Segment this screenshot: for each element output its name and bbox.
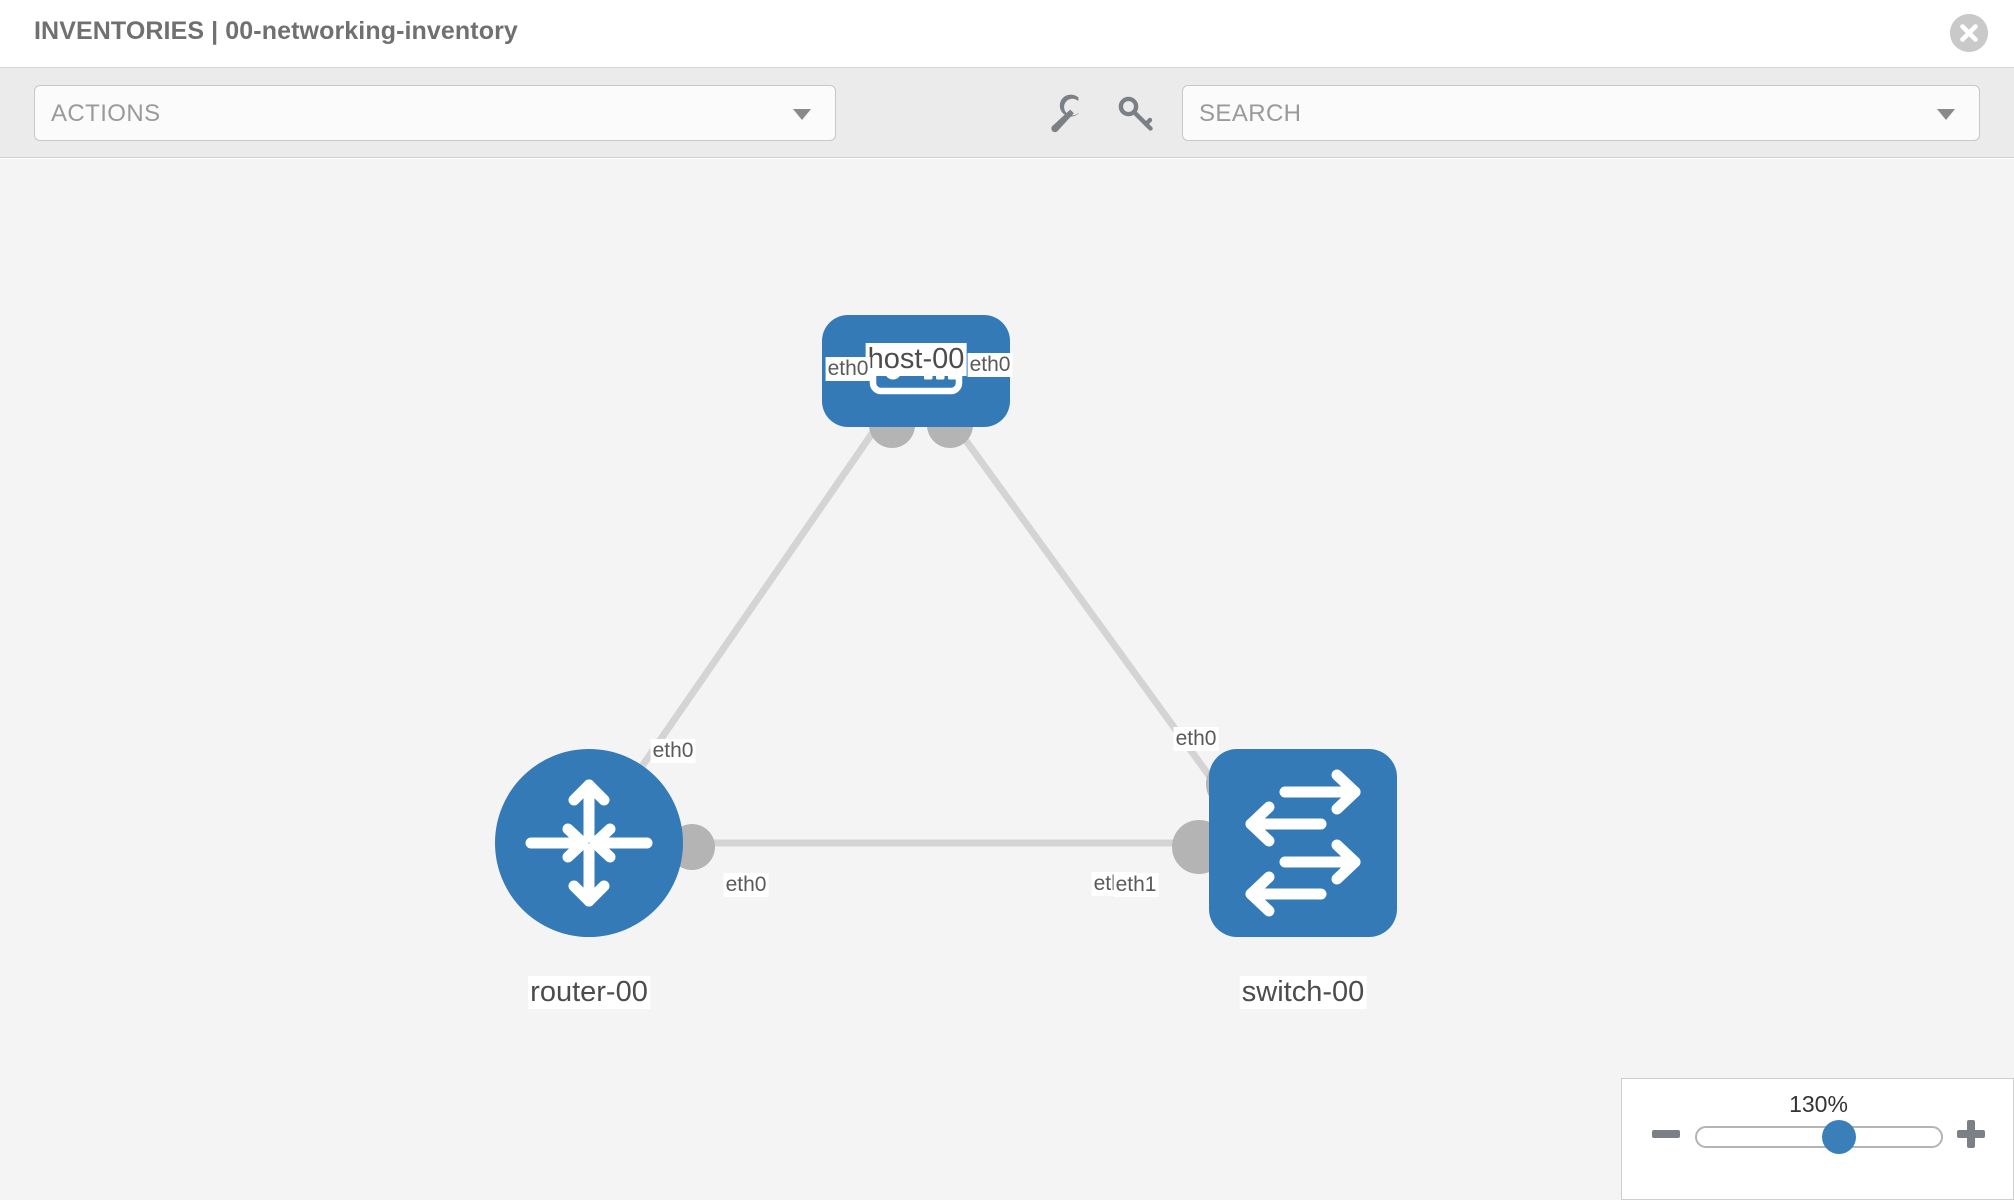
zoom-control-panel: 130% [1621,1078,2014,1200]
iface-label-host-router: eth0 [825,357,871,381]
edge-host-switch [940,406,1261,846]
iface-label-host-switch: eth0 [967,353,1013,377]
zoom-slider-thumb[interactable] [1821,1120,1856,1154]
page-header: INVENTORIES | 00-networking-inventory [0,0,2014,68]
iface-label-switch-host: eth0 [1173,727,1219,751]
actions-dropdown-label: ACTIONS [51,100,161,127]
node-label-router-00: router-00 [528,976,650,1009]
topology-connectors [669,402,1260,874]
router-arrows-icon [525,779,653,907]
zoom-level-value: 130% [1789,1091,1848,1117]
minus-icon[interactable] [1649,1117,1683,1151]
zoom-slider[interactable] [1695,1120,1943,1154]
iface-label-router-switch: eth0 [723,873,769,897]
topology-edges [586,406,1303,847]
topology-canvas[interactable]: host-00 router-00 switch-00 eth0 eth0 et… [0,159,2014,1200]
actions-dropdown[interactable]: ACTIONS [34,85,836,141]
plus-icon[interactable] [1954,1117,1988,1151]
key-icon[interactable] [1110,88,1160,138]
wrench-icon[interactable] [1040,88,1090,138]
node-switch-00[interactable] [1209,749,1397,937]
chevron-down-icon [1937,109,1955,120]
close-icon[interactable] [1950,14,1988,52]
node-router-00[interactable] [495,749,683,937]
iface-label-switch-router: eth1 [1113,873,1159,897]
node-label-switch-00: switch-00 [1239,976,1367,1009]
node-label-host-00: host-00 [865,343,967,376]
chevron-down-icon [793,109,811,120]
switch-arrows-icon [1245,769,1361,917]
page-title: INVENTORIES | 00-networking-inventory [34,17,518,45]
topology-graph [495,315,1397,937]
search-placeholder: SEARCH [1199,100,1302,127]
search-input[interactable]: SEARCH [1182,85,1980,141]
iface-label-router-host: eth0 [650,739,696,763]
